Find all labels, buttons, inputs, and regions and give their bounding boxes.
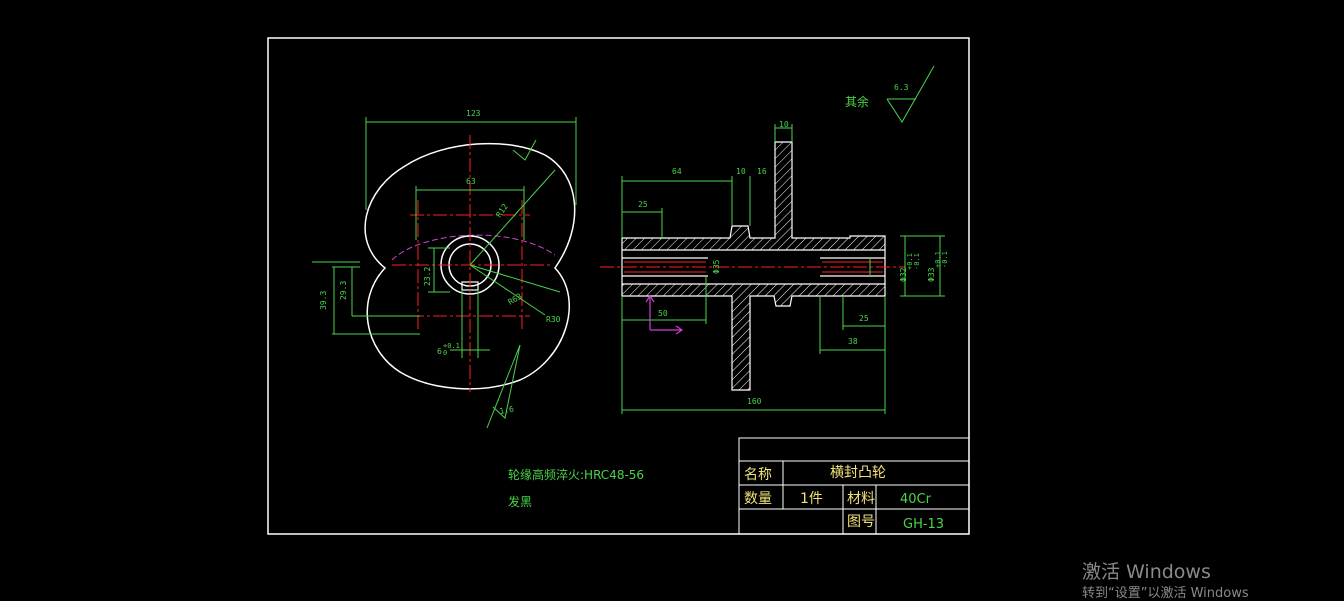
- ucs-axis-icon: [645, 294, 684, 335]
- title-qty-value: 1件: [800, 491, 823, 507]
- roughness-symbol-small: [512, 139, 537, 161]
- tol-side-2: -0.1: [913, 253, 921, 270]
- activation-watermark-title: 激活 Windows: [1082, 561, 1211, 583]
- title-drawing-no-value: GH-13: [903, 517, 944, 532]
- title-qty-label: 数量: [744, 491, 772, 507]
- dim-side-6: 38: [848, 337, 858, 346]
- dim-side-5: 25: [859, 314, 869, 323]
- dim-front-1: 63: [466, 177, 476, 186]
- tol-front-lower: 0: [443, 349, 447, 357]
- note-finish: 发黑: [508, 494, 532, 509]
- title-name-value: 横封凸轮: [830, 465, 886, 481]
- dia-33: Φ33: [927, 267, 936, 282]
- title-block: [738, 437, 970, 535]
- cam-outline: [364, 142, 576, 390]
- roughness-value: 6.3: [894, 83, 909, 92]
- tol-side-3: +0.1: [934, 251, 942, 268]
- dim-front-5: 29.3: [339, 281, 348, 300]
- title-drawing-no-label: 图号: [847, 514, 875, 530]
- tol-side-1: +0.1: [906, 253, 914, 270]
- title-name-label: 名称: [744, 467, 772, 483]
- title-material-label: 材料: [847, 491, 875, 507]
- drawing-border: [267, 37, 970, 535]
- dim-side-3: 10: [779, 120, 789, 129]
- dim-front-3: 23.2: [423, 267, 432, 286]
- dim-side-8: 50: [658, 309, 668, 318]
- dim-side-2: 16: [757, 167, 767, 176]
- roughness-symbol: [886, 65, 935, 123]
- dim-side-1: 10: [736, 167, 746, 176]
- dia-inner: Φ35: [712, 259, 721, 274]
- title-material-value: 40Cr: [900, 492, 932, 507]
- dia-32: Φ32: [899, 267, 908, 282]
- note-heat-treatment: 轮缘高频淬火:HRC48-56: [508, 467, 644, 482]
- dim-front-7: R63: [507, 292, 524, 307]
- dim-side-7: 160: [747, 397, 762, 406]
- front-view: 123 63 R12 23.2 39.3 29.3 6 +0.1 0 R63 R…: [312, 109, 577, 429]
- tol-front-upper: +0.1: [443, 342, 460, 350]
- shaft-section-lower: [621, 283, 886, 391]
- dim-side-4: 25: [638, 200, 648, 209]
- dim-front-0: 123: [466, 109, 481, 118]
- dim-front-2: R12: [494, 202, 510, 219]
- dim-front-4: 39.3: [319, 291, 328, 310]
- tol-side-4: -0.1: [941, 251, 949, 268]
- dim-side-0: 64: [672, 167, 682, 176]
- activation-watermark-subtitle: 转到“设置”以激活 Windows: [1082, 586, 1249, 601]
- side-view: 64 10 16 10 25 25 38 160 50 Φ35 Φ32 +0.1…: [600, 120, 949, 414]
- shaft-section-upper: [621, 141, 886, 251]
- dim-front-8: R30: [546, 315, 561, 324]
- dim-front-6: 6: [437, 347, 442, 356]
- roughness-value-small: 1.6: [499, 405, 515, 416]
- roughness-label: 其余: [845, 94, 869, 109]
